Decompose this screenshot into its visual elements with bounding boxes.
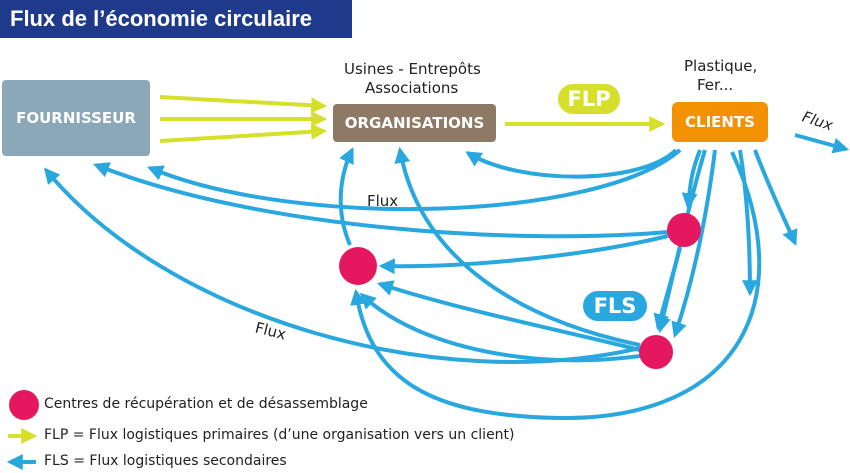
centre-circle [339, 247, 377, 285]
flp-arrow [159, 123, 328, 143]
fls-arrow [465, 148, 678, 179]
flux-label-middle: Flux [367, 192, 399, 210]
fls-arrow [681, 149, 702, 210]
clients-caption-line2: Fer... [697, 76, 734, 94]
fls-arrow [147, 148, 682, 212]
clients-node: CLIENTS [672, 102, 768, 142]
flp-arrows [159, 95, 666, 143]
legend-centre-icon [9, 390, 39, 420]
page-title: Flux de l’économie circulaire [0, 0, 352, 38]
fls-arrow [738, 149, 758, 297]
fls-arrow [653, 247, 682, 331]
flp-badge: FLP [558, 84, 620, 114]
fls-arrow [350, 151, 762, 421]
fls-arrow [338, 147, 354, 246]
clients-caption-line1: Plastique, [684, 57, 758, 75]
flp-arrow [159, 95, 328, 114]
organisations-node: ORGANISATIONS [333, 104, 496, 142]
centre-circle [667, 213, 701, 247]
fls-arrow [671, 149, 717, 339]
legend-flp: FLP = Flux logistiques primaires (d’une … [44, 427, 515, 443]
fls-arrow [93, 162, 669, 239]
legend-centres: Centres de récupération et de désassembl… [44, 396, 368, 412]
fls-arrow [376, 280, 641, 352]
fls-arrow [753, 149, 798, 246]
organisations-caption-line2: Associations [365, 79, 459, 97]
fls-arrow [794, 133, 850, 154]
fls-arrows [43, 133, 850, 421]
fls-badge: FLS [583, 291, 647, 321]
legend-fls: FLS = Flux logistiques secondaires [44, 453, 287, 469]
fournisseur-node: FOURNISSEUR [2, 80, 150, 156]
organisations-caption-line1: Usines - Entrepôts [344, 60, 481, 78]
fls-arrow [378, 234, 669, 275]
centre-circle [639, 335, 673, 369]
fls-arrow [359, 292, 641, 363]
fls-arrow [394, 146, 641, 347]
